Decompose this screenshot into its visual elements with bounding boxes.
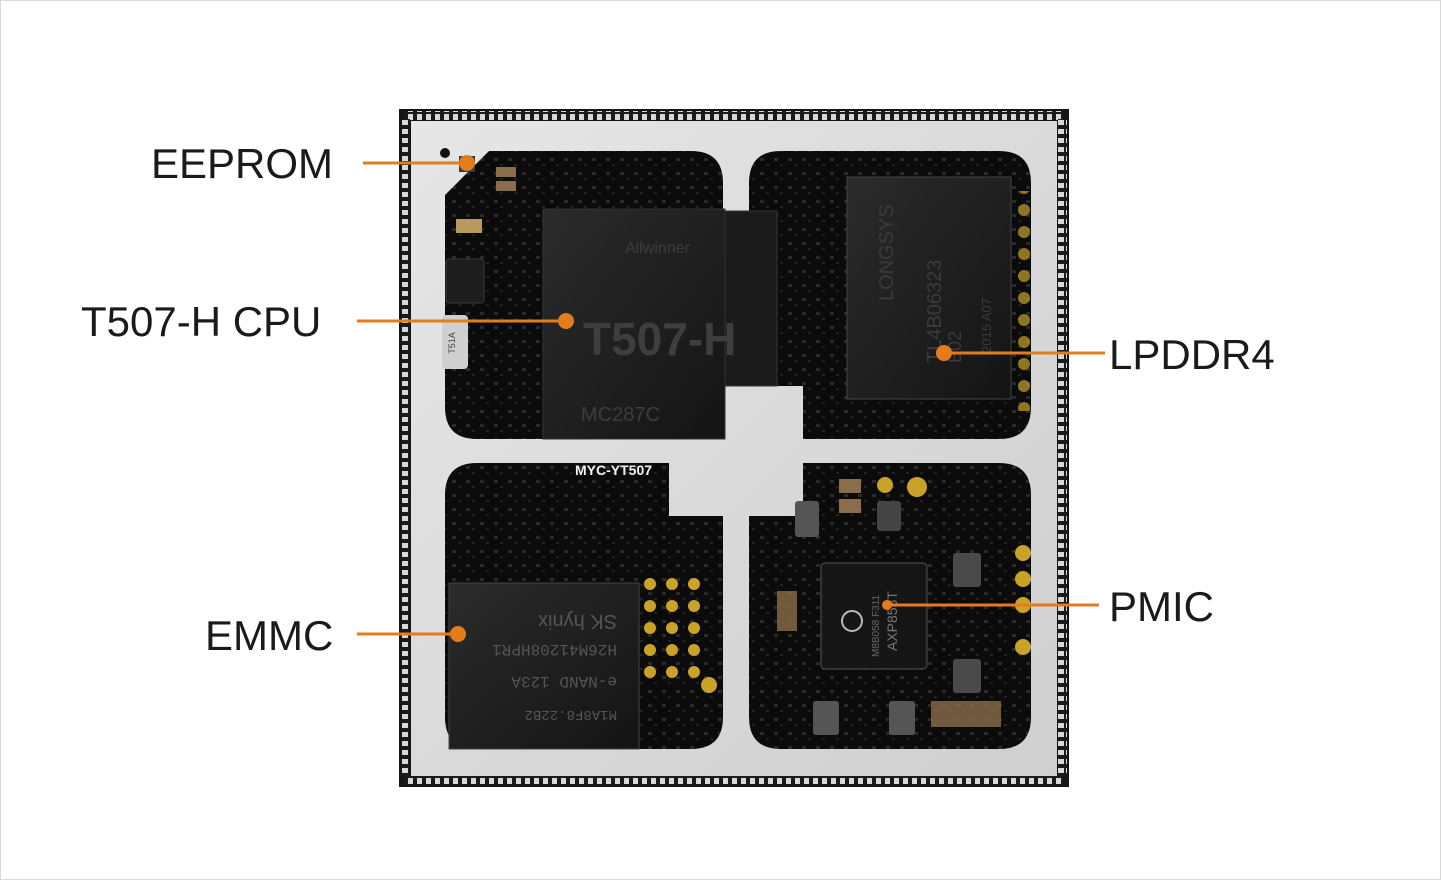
callout-emmc — [357, 626, 466, 642]
ram-date-marking: 2015 A07 — [979, 298, 994, 353]
pmic-code-marking: M8B058 F311 — [871, 594, 882, 657]
callout-dot-emmc — [450, 626, 466, 642]
emmc-brand-marking: SK hynix — [538, 610, 617, 632]
cpu-brand-marking: Allwinner — [625, 240, 691, 257]
emmc-chip: M1A8F8.22B2 e-NAND 123A H26M41208HPR1 SK… — [448, 582, 640, 750]
cpu-chip: Allwinner T507-H MC287C — [542, 208, 778, 440]
callout-dot-lpddr4 — [936, 345, 952, 361]
callout-eeprom — [363, 155, 475, 171]
castellation-right — [1058, 119, 1067, 777]
board-model-silk: MYC-YT507 — [575, 462, 652, 478]
pmic-passives — [777, 477, 1031, 735]
label-emmc: EMMC — [205, 612, 334, 659]
label-cpu: T507-H CPU — [81, 298, 322, 345]
emmc-gold-pads — [641, 571, 707, 681]
callout-pmic — [882, 600, 1099, 610]
callout-lpddr4 — [936, 345, 1105, 361]
castellation-bottom — [405, 776, 1063, 785]
emmc-part-marking: H26M41208HPR1 — [492, 640, 617, 658]
callout-dot-pmic — [882, 600, 892, 610]
emmc-lot-marking: M1A8F8.22B2 — [525, 706, 617, 722]
label-eeprom: EEPROM — [151, 140, 334, 187]
emmc-type-marking: e-NAND 123A — [511, 672, 617, 690]
lpddr4-chip: LONGSYS TL4B06323 B02 2015 A07 — [846, 176, 1012, 400]
castellation-left — [401, 119, 410, 777]
ram-brand-marking: LONGSYS — [876, 204, 898, 301]
cpu-code-marking: MC287C — [581, 404, 660, 426]
ram-side-pads — [1015, 191, 1031, 411]
ram-part-marking: TL4B06323 — [924, 260, 946, 363]
label-lpddr4: LPDDR4 — [1109, 331, 1275, 378]
mounting-hole — [440, 148, 450, 158]
castellation-top — [405, 111, 1063, 120]
callout-dot-cpu — [558, 313, 574, 329]
pmic-chip: AXP853T M8B058 F311 — [820, 562, 928, 670]
label-pmic: PMIC — [1109, 583, 1214, 630]
crystal-marking: T51A — [447, 332, 457, 354]
callout-dot-eeprom — [459, 155, 475, 171]
emmc-testpoint — [701, 677, 717, 693]
pmic-part-marking: AXP853T — [884, 591, 900, 651]
callout-cpu — [357, 313, 574, 329]
cpu-part-marking: T507-H — [583, 313, 736, 365]
